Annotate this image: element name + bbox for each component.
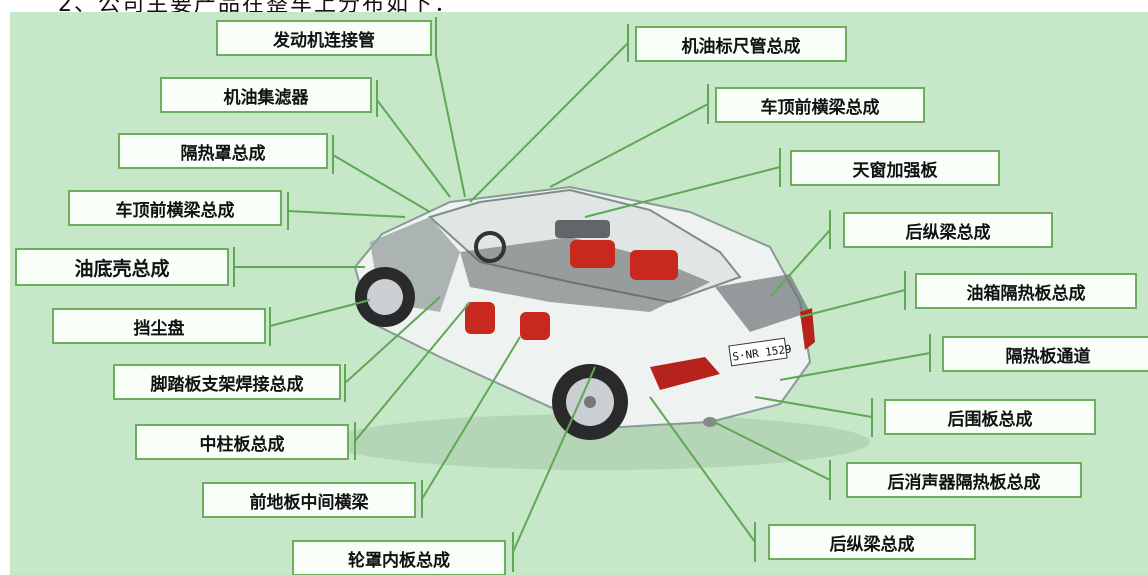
label-engine-pipe: 发动机连接管	[216, 20, 432, 56]
label-muffler-shield: 后消声器隔热板总成	[846, 462, 1082, 498]
label-roof-front-beam-left: 车顶前横梁总成	[68, 190, 282, 226]
label-heat-shield-cover: 隔热罩总成	[118, 133, 328, 169]
label-rear-rail-upper: 后纵梁总成	[843, 212, 1053, 248]
label-rear-panel: 后围板总成	[884, 399, 1096, 435]
label-rear-rail-lower: 后纵梁总成	[768, 524, 976, 560]
label-sunroof-reinforcement: 天窗加强板	[790, 150, 1000, 186]
label-dipstick-tube: 机油标尺管总成	[635, 26, 847, 62]
label-wheel-house-inner: 轮罩内板总成	[292, 540, 506, 575]
label-oil-filter: 机油集滤器	[160, 77, 372, 113]
label-roof-front-beam-right: 车顶前横梁总成	[715, 87, 925, 123]
label-heat-shield-tunnel: 隔热板通道	[942, 336, 1148, 372]
label-oil-pan: 油底壳总成	[15, 248, 229, 286]
label-floor-cross-beam: 前地板中间横梁	[202, 482, 416, 518]
label-b-pillar: 中柱板总成	[135, 424, 349, 460]
label-dust-plate: 挡尘盘	[52, 308, 266, 344]
label-fuel-tank-shield: 油箱隔热板总成	[915, 273, 1137, 309]
diagram-panel: S·NR 1529	[10, 12, 1148, 575]
leader-lines	[233, 17, 931, 572]
label-pedal-bracket: 脚踏板支架焊接总成	[113, 364, 341, 400]
